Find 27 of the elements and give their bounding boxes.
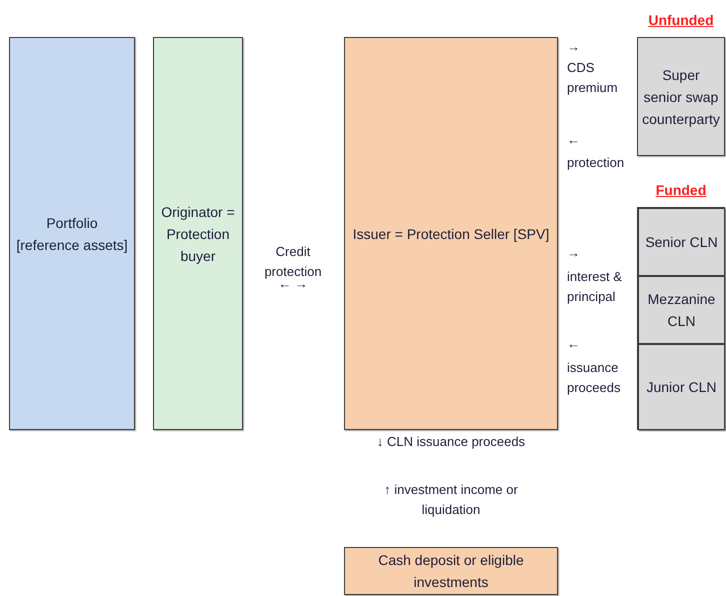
entity-box — [638, 276, 725, 344]
flow-label: issuance proceeds — [567, 359, 622, 397]
box-label: Cash deposit or eligible investments — [377, 551, 525, 592]
flow-label: ← — [567, 335, 581, 353]
flow-label: ← — [567, 131, 581, 149]
entity-box — [638, 344, 725, 430]
box-label: Mezzanine CLN — [646, 290, 716, 331]
box-label: Senior CLN — [645, 233, 718, 252]
flow-label: protection — [567, 154, 626, 172]
flow-label: CDS premium — [567, 59, 619, 97]
flow-label: → — [567, 38, 581, 56]
box-label: Super senior swap counterparty — [642, 66, 720, 129]
box-label: Portfolio [reference assets] — [15, 214, 129, 255]
entity-box — [153, 37, 243, 430]
flow-label: ↑ investment income or liquidation — [383, 481, 519, 519]
box-label: Originator = Protection buyer — [160, 202, 236, 266]
flow-label: → — [567, 244, 581, 262]
entity-box — [638, 208, 725, 276]
box-label: Junior CLN — [646, 378, 717, 397]
section-heading: Unfunded — [648, 11, 714, 30]
entity-box — [344, 37, 558, 430]
box-label: Issuer = Protection Seller [SPV] — [352, 224, 550, 244]
entity-box — [9, 37, 135, 430]
flow-label: ↓ CLN issuance proceeds — [376, 433, 526, 451]
flow-label: interest & principal — [567, 268, 623, 306]
section-heading: Funded — [656, 181, 706, 200]
entity-box — [344, 547, 558, 595]
